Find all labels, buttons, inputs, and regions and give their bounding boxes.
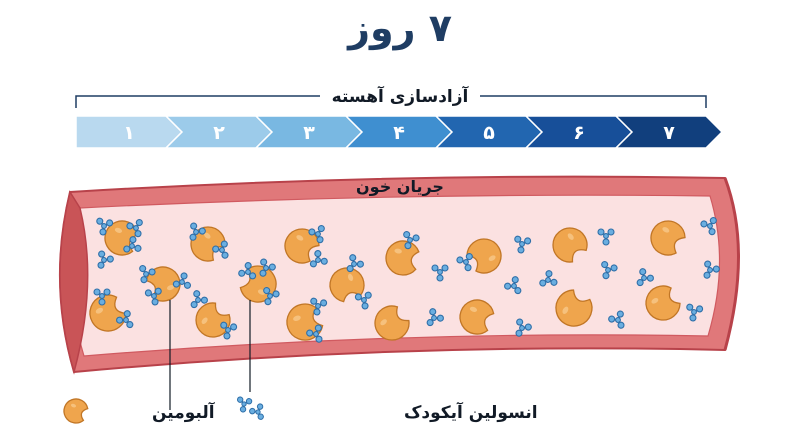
timeline-day-7: ۷ xyxy=(614,115,724,149)
albumin-molecule xyxy=(104,220,140,256)
albumin-molecule xyxy=(650,220,686,256)
albumin-molecule xyxy=(63,398,89,424)
timeline-day-label: ۲ xyxy=(213,122,225,144)
albumin-molecule xyxy=(555,289,593,327)
albumin-molecule xyxy=(466,238,502,274)
albumin-icon xyxy=(63,398,89,424)
bloodstream-label: جریان خون xyxy=(356,177,444,196)
timeline-day-2: ۲ xyxy=(164,115,274,149)
timeline-day-label: ۷ xyxy=(663,122,675,144)
timeline-day-label: ۳ xyxy=(303,122,315,144)
albumin-molecule xyxy=(385,240,420,276)
timeline-day-1: ۱ xyxy=(75,115,184,149)
release-label: آزادسازی آهسته xyxy=(332,85,470,107)
legend-albumin-label: آلبومین xyxy=(152,401,216,423)
albumin-molecule xyxy=(329,267,365,303)
insulin-icon xyxy=(234,395,270,424)
timeline-day-label: ۱ xyxy=(123,122,135,144)
page-title: ۷ روز xyxy=(348,6,452,50)
vessel-left-opening xyxy=(59,190,89,375)
timeline-day-label: ۵ xyxy=(483,122,495,144)
albumin-molecule xyxy=(195,302,231,338)
albumin-molecule xyxy=(286,303,324,341)
albumin-molecule xyxy=(284,228,320,264)
timeline-day-3: ۳ xyxy=(254,115,364,149)
particles xyxy=(89,215,722,347)
timeline-day-4: ۴ xyxy=(344,115,454,149)
albumin-molecule xyxy=(145,266,181,302)
vessel-right-rim xyxy=(723,177,740,351)
albumin-molecule xyxy=(459,299,495,335)
albumin-molecule xyxy=(552,227,588,263)
insulin-molecule xyxy=(247,402,270,424)
albumin-molecule xyxy=(190,226,226,262)
timeline-day-label: ۴ xyxy=(393,122,405,144)
timeline-day-label: ۶ xyxy=(573,122,585,144)
legend: آلبومین انسولین آیکودک xyxy=(63,395,538,424)
timeline-day-5: ۵ xyxy=(434,115,544,149)
albumin-molecule xyxy=(645,285,681,321)
release-bracket: آزادسازی آهسته xyxy=(75,85,707,108)
legend-insulin-label: انسولین آیکودک xyxy=(404,401,538,423)
timeline: ۱ ۲ ۳ ۴ ۵ ۶ ۷ xyxy=(75,115,724,149)
timeline-day-6: ۶ xyxy=(524,115,634,149)
albumin-molecule xyxy=(374,305,410,341)
